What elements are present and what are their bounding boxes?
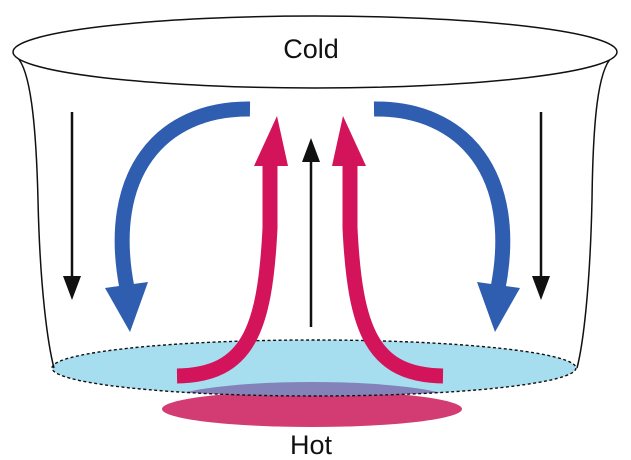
heat-glow (162, 382, 462, 396)
pan-right-wall (576, 56, 613, 369)
cold-current-right-arrow (373, 101, 520, 332)
heat-source (162, 391, 462, 427)
left-down-arrow (63, 112, 81, 300)
hot-current-right-arrow (332, 116, 444, 384)
hot-label: Hot (290, 430, 333, 460)
pan-left-wall (16, 56, 55, 369)
pan-top-rim (12, 15, 618, 89)
center-up-arrow (302, 138, 320, 327)
cold-current-left-arrow (105, 101, 251, 332)
right-down-arrow (532, 112, 550, 300)
hot-current-left-arrow (176, 116, 288, 384)
cold-label: Cold (283, 34, 339, 64)
pan-bottom-rim (51, 339, 577, 397)
